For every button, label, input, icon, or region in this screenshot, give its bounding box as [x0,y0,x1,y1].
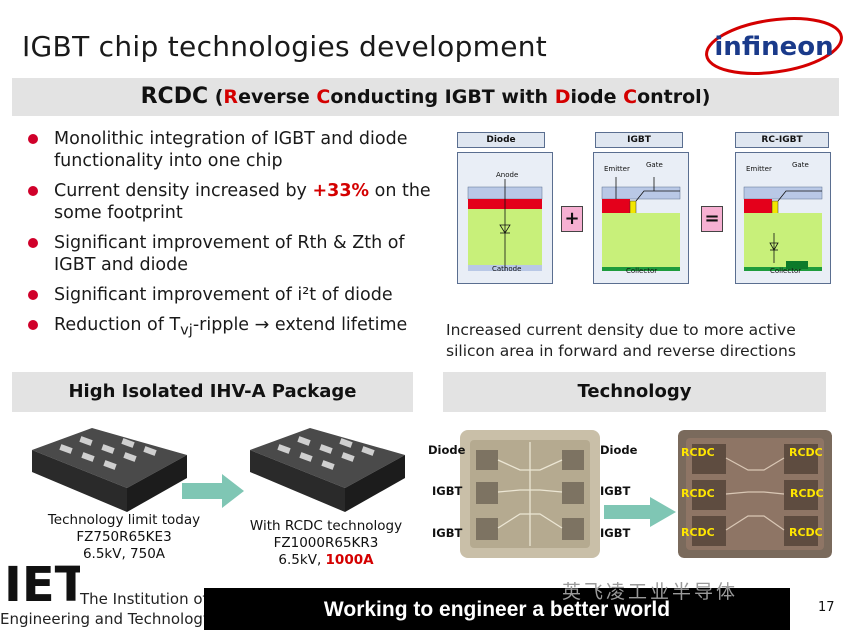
technology-arrow-icon [604,497,676,527]
package-right-line1: With RCDC technology [249,518,403,534]
package-section-title: High Isolated IHV-A Package [12,372,413,412]
igbt-diagram-title: IGBT [595,132,683,148]
module-right-image [250,428,405,512]
rcdc-r-rest: everse [238,86,317,108]
rcdc-chip-label: RCDC [789,526,823,539]
rating-prefix: 6.5kV, [278,552,326,568]
rcdc-letter-c2: C [623,86,638,108]
iet-logo: IET [4,557,80,607]
watermark-text: 英飞凌工业半导体 [562,581,739,603]
rcdc-c2-rest: ontrol [637,86,702,108]
rcigbt-emitter-label: Emitter [746,165,772,173]
chip-label-igbt-left-2: IGBT [432,526,463,540]
plus-operator: + [561,206,583,232]
density-caption: Increased current density due to more ac… [446,321,796,360]
slide-title: IGBT chip technologies development [22,30,548,63]
igbt-diagram: Emitter Gate Collector [593,152,689,284]
logo-text: infineon [714,32,833,62]
package-left-caption: Technology limit today FZ750R65KE3 6.5kV… [34,512,214,563]
chip-label-diode-right: Diode [600,443,638,457]
iet-name-line2: Engineering and Technology [0,610,212,628]
package-right-part-number: FZ1000R65KR3 [273,535,379,551]
bullet-text: Current density increased by [54,181,313,201]
bullet-item: Significant improvement of i²t of diode [24,284,434,306]
bullet-text: on the some footprint [54,181,431,223]
rcigbt-diagram-title: RC-IGBT [735,132,829,148]
diode-diagram: Anode Cathode [457,152,553,284]
igbt-cross-section [601,177,681,271]
package-right-caption: With RCDC technology FZ1000R65KR3 6.5kV,… [236,518,416,569]
package-arrow-icon [182,474,244,508]
bullet-item: Monolithic integration of IGBT and diode… [24,128,434,172]
rcigbt-diagram: Emitter Gate Collector [735,152,831,284]
rcigbt-cross-section [743,186,823,271]
package-left-line1: Technology limit today [47,512,201,528]
chip-photo-right [678,430,832,558]
rcigbt-collector-label: Collector [770,267,802,275]
rcigbt-gate-label: Gate [792,161,809,169]
cross-section-diagrams: Diode Anode Cathode + IGBT Emitter Gate [455,130,835,290]
bullet-item: Current density increased by +33% on the… [24,180,434,224]
chip-label-igbt-left-1: IGBT [432,484,463,498]
footer-tagline: Working to engineer a better world [204,588,790,630]
iet-name-line1: The Institution of [80,590,208,608]
package-left-rating: 6.5kV, 750A [82,546,166,562]
rcdc-d-rest: iode [570,86,624,108]
feature-bullet-list: Monolithic integration of IGBT and diode… [24,128,434,350]
iet-letters: IET [4,557,80,607]
equals-operator: = [701,206,723,232]
technology-section-title: Technology [443,372,826,412]
chip-label-diode-left: Diode [428,443,466,457]
diode-cathode-label: Cathode [492,265,522,273]
rcdc-chip-label: RCDC [681,526,715,539]
infineon-logo: infineon [705,17,843,75]
package-left-part-number: FZ750R65KE3 [76,529,172,545]
rcdc-chip-label: RCDC [790,487,824,500]
rating-highlight: 1000A [325,552,374,568]
rcdc-acronym: RCDC [140,84,209,109]
rcdc-letter-d: D [554,86,571,108]
bullet-text: Significant improvement of Rth & Zth of … [54,233,405,275]
bullet-subscript: vj [180,321,193,339]
rcdc-chip-label: RCDC [681,487,715,500]
rcdc-letter-c1: C [316,86,331,108]
diode-cross-section [467,179,543,271]
chip-label-igbt-right-2: IGBT [600,526,631,540]
diode-diagram-title: Diode [457,132,545,148]
rcdc-open-paren: ( [208,86,224,108]
chip-photo-left [460,430,600,558]
rcdc-letter-r: R [223,86,239,108]
rcdc-banner: RCDC (Reverse Conducting IGBT with Diode… [12,78,839,116]
page-number: 17 [818,600,835,615]
bullet-item: Significant improvement of Rth & Zth of … [24,232,434,276]
bullet-text: Monolithic integration of IGBT and diode… [54,129,408,171]
igbt-gate-label: Gate [646,161,663,169]
igbt-collector-label: Collector [626,267,658,275]
rcdc-c1-rest: onducting IGBT with [330,86,555,108]
bullet-item: Reduction of Tvj-ripple → extend lifetim… [24,314,434,342]
chip-label-igbt-right-1: IGBT [600,484,631,498]
rcdc-chip-label: RCDC [681,446,715,459]
igbt-emitter-label: Emitter [604,165,630,173]
rcdc-close-paren: ) [701,86,711,108]
bullet-highlight: +33% [312,181,370,201]
diode-anode-label: Anode [496,171,519,179]
bullet-text: Significant improvement of i²t of diode [54,285,393,305]
module-left-image [32,428,187,512]
bullet-text: Reduction of T [54,315,181,335]
package-right-rating: 6.5kV, 1000A [236,552,416,569]
rcdc-chip-label: RCDC [789,446,823,459]
bullet-text: -ripple → extend lifetime [192,315,408,335]
